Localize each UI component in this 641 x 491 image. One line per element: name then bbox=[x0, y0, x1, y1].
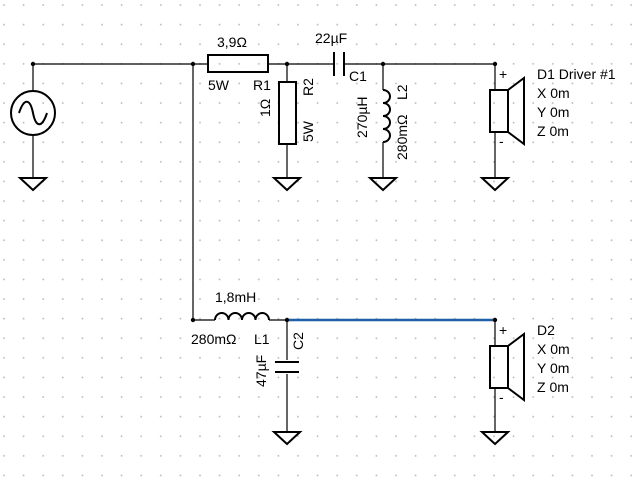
l2-ref: L2 bbox=[394, 84, 410, 100]
d1-plus: + bbox=[499, 66, 507, 82]
c1-ref: C1 bbox=[349, 68, 367, 84]
capacitor-c1[interactable]: 22µF C1 bbox=[315, 30, 367, 84]
inductor-l1[interactable]: 1,8mH 280mΩ L1 bbox=[191, 289, 270, 347]
junction-dots bbox=[30, 61, 498, 323]
r1-value: 3,9Ω bbox=[217, 34, 247, 50]
ground-icon-c2 bbox=[271, 431, 303, 446]
l2-value: 270µH bbox=[354, 96, 370, 138]
inductor-l2[interactable]: 270µH 280mΩ L2 bbox=[354, 84, 410, 160]
d2-z: Z 0m bbox=[537, 379, 569, 395]
c2-value: 47µF bbox=[253, 355, 269, 387]
c1-value: 22µF bbox=[315, 30, 347, 46]
r1-ref: R1 bbox=[253, 77, 271, 93]
ground-icon-r2 bbox=[271, 177, 303, 192]
d2-x: X 0m bbox=[537, 341, 570, 357]
d1-minus: - bbox=[499, 133, 504, 149]
resistor-r2[interactable]: 1Ω 5W R2 bbox=[257, 78, 316, 145]
d2-title: D2 bbox=[537, 322, 555, 338]
resistor-r1[interactable]: 3,9Ω 5W R1 bbox=[207, 34, 271, 93]
d1-y: Y 0m bbox=[537, 104, 569, 120]
l2-resistance: 280mΩ bbox=[394, 115, 410, 161]
capacitor-c2[interactable]: 47µF C2 bbox=[253, 332, 306, 387]
d1-x: X 0m bbox=[537, 85, 570, 101]
r1-power: 5W bbox=[208, 77, 230, 93]
d2-plus: + bbox=[499, 322, 507, 338]
c2-ref: C2 bbox=[290, 332, 306, 350]
sine-source-icon[interactable] bbox=[10, 90, 56, 136]
ground-icon-source bbox=[17, 177, 49, 192]
ground-icon-l2 bbox=[367, 177, 399, 192]
d2-minus: - bbox=[499, 389, 504, 405]
l1-ref: L1 bbox=[254, 331, 270, 347]
r2-power: 5W bbox=[300, 120, 316, 142]
ground-icon-d1 bbox=[479, 177, 511, 192]
speaker-driver-d1[interactable]: + - D1 Driver #1 X 0m Y 0m Z 0m bbox=[489, 66, 616, 149]
r2-ref: R2 bbox=[300, 78, 316, 96]
d1-z: Z 0m bbox=[537, 123, 569, 139]
r2-value: 1Ω bbox=[257, 99, 273, 117]
l1-resistance: 280mΩ bbox=[191, 331, 237, 347]
l1-value: 1,8mH bbox=[215, 289, 256, 305]
d1-title: D1 Driver #1 bbox=[537, 66, 616, 82]
ground-icon-d2 bbox=[479, 431, 511, 446]
d2-y: Y 0m bbox=[537, 360, 569, 376]
speaker-driver-d2[interactable]: + - D2 X 0m Y 0m Z 0m bbox=[489, 322, 570, 405]
